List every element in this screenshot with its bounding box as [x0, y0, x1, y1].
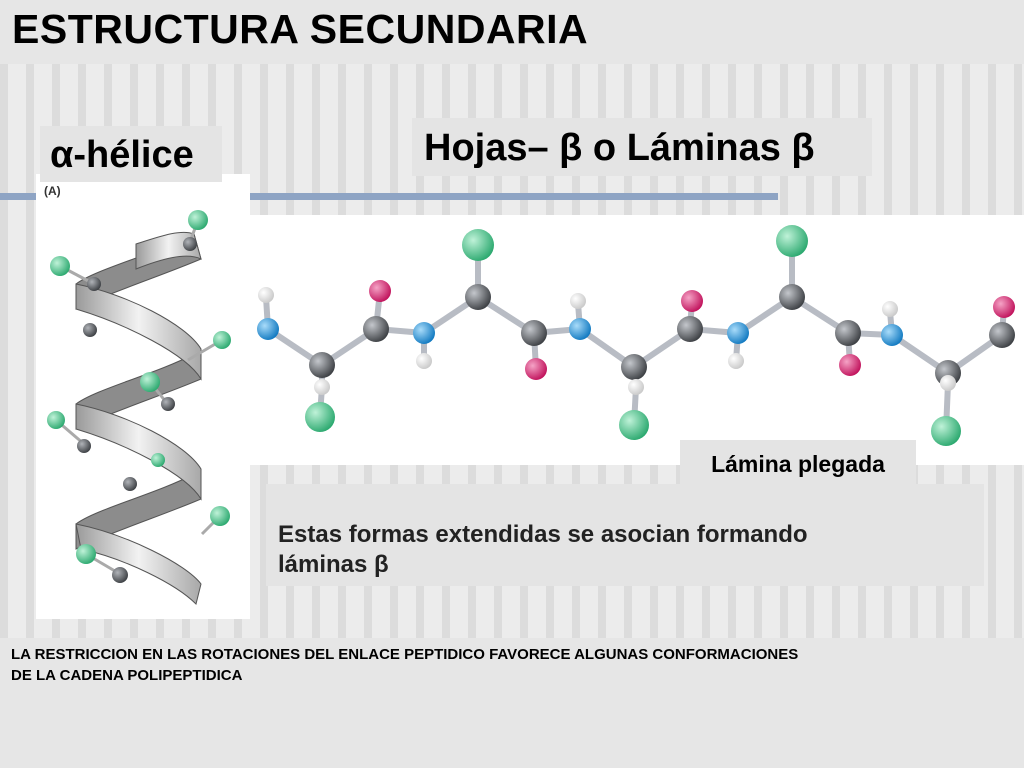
alpha-helix-figure: (A) [36, 174, 250, 619]
beta-sheet-figure [250, 215, 1024, 465]
alpha-helix-illustration [47, 210, 231, 605]
divider-line [0, 193, 778, 200]
pleated-sheet-illustration [257, 225, 1015, 446]
description-text: Estas formas extendidas se asocian forma… [278, 520, 808, 580]
description-line-2: láminas β [278, 551, 389, 578]
slide-title: ESTRUCTURA SECUNDARIA [12, 6, 589, 52]
footer-line-1: LA RESTRICCION EN LAS ROTACIONES DEL ENL… [11, 646, 799, 663]
footer-line-2: DE LA CADENA POLIPEPTIDICA [11, 667, 243, 684]
description-box: Estas formas extendidas se asocian forma… [266, 484, 984, 586]
footer-note: LA RESTRICCION EN LAS ROTACIONES DEL ENL… [11, 644, 798, 686]
description-line-1: Estas formas extendidas se asocian forma… [278, 521, 808, 548]
alpha-helix-heading: α-hélice [40, 126, 222, 182]
panel-tag: (A) [44, 184, 61, 198]
beta-sheet-heading: Hojas– β o Láminas β [412, 118, 872, 176]
pleated-sheet-caption: Lámina plegada [680, 440, 916, 484]
